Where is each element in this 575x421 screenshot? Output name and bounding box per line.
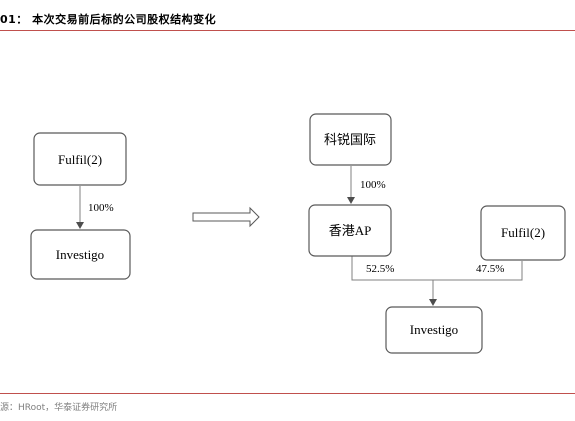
before-investigo-node — [30, 229, 131, 280]
after-keyue-node — [309, 113, 392, 166]
transition-arrow-icon — [192, 206, 260, 228]
title-divider — [0, 30, 575, 31]
figure-title: 01： 本次交易前后标的公司股权结构变化 — [0, 13, 217, 26]
source-note: 源：HRoot，华泰证券研究所 — [0, 403, 118, 413]
before-investigo-label: Investigo — [56, 247, 104, 262]
after-merge-connector — [351, 256, 523, 281]
after-fulfil-ownership-label: 47.5% — [476, 263, 504, 275]
before-fulfil-label: Fulfil(2) — [58, 152, 102, 167]
after-investigo-label: Investigo — [410, 322, 458, 337]
before-fulfil-node — [33, 132, 127, 186]
after-investigo-node — [385, 306, 483, 354]
after-keyue-label: 科锐国际 — [324, 132, 376, 147]
before-structure: 100% Fulfil(2) Investigo — [30, 132, 131, 280]
before-ownership-label: 100% — [88, 202, 114, 214]
after-hk-ap-label: 香港AP — [329, 223, 372, 238]
after-fulfil-node — [480, 205, 566, 261]
after-hk-ap-ownership-label: 52.5% — [366, 263, 394, 275]
source-divider — [0, 393, 575, 394]
after-hk-ap-node — [308, 204, 392, 257]
after-fulfil-label: Fulfil(2) — [501, 225, 545, 240]
after-structure: 100% 52.5% 47.5% 科锐国际 香港AP Fulfil(2) Inv… — [308, 113, 566, 354]
after-keyue-ownership-label: 100% — [360, 179, 386, 191]
